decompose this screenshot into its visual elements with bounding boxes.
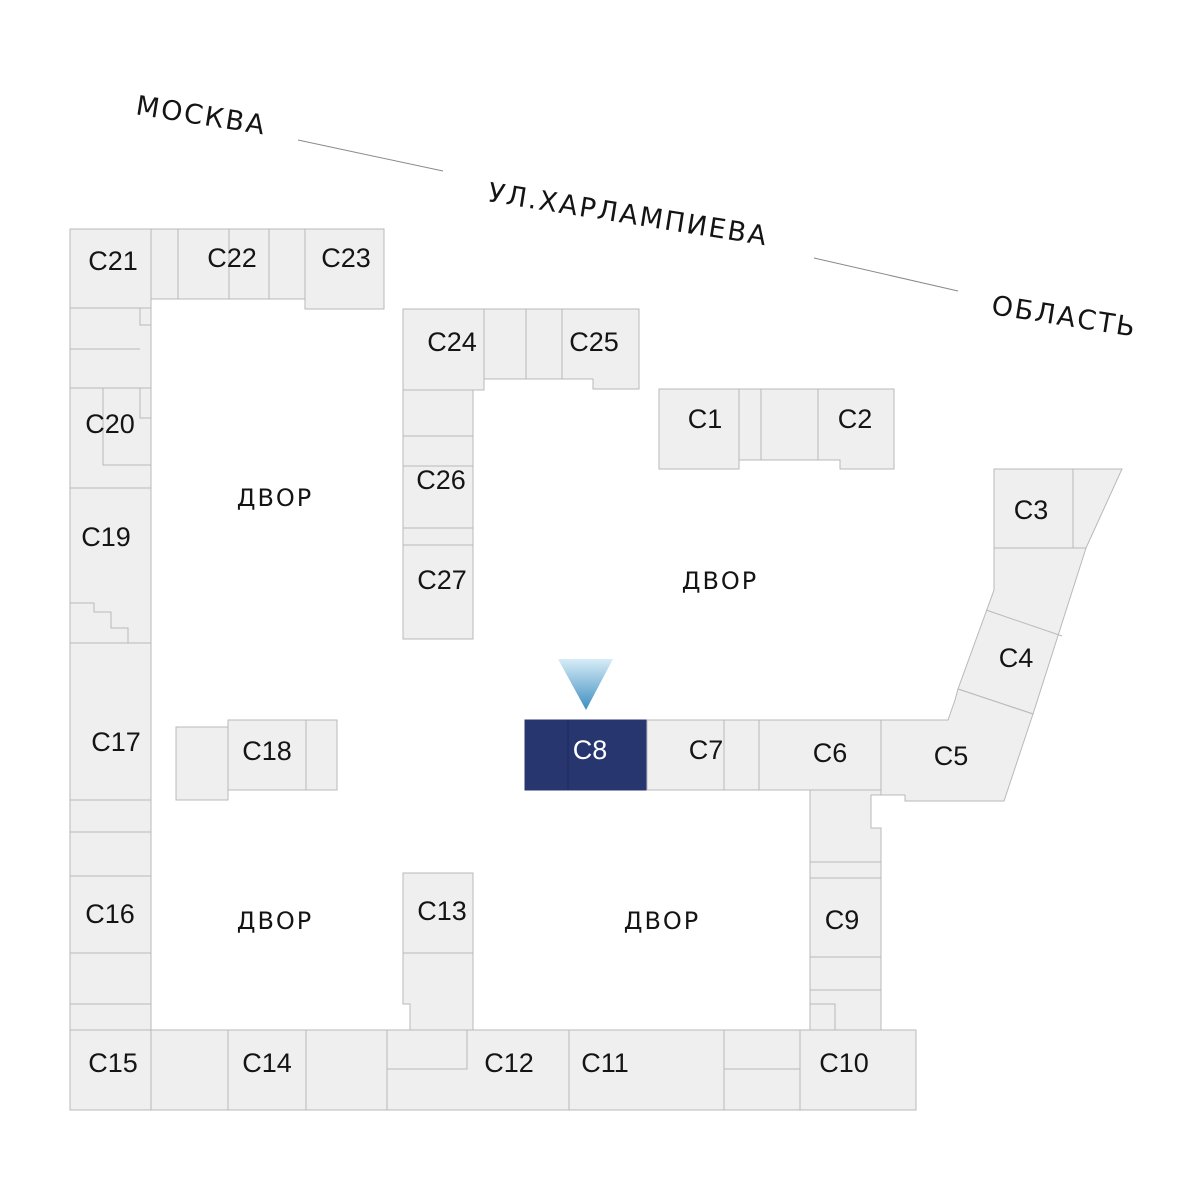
street-label-kharlampieva: УЛ.ХАРЛАМПИЕВА xyxy=(486,178,771,253)
section-c26[interactable]: С26 xyxy=(402,435,474,546)
section-c3[interactable]: С3 xyxy=(993,468,1123,549)
courtyard-label: ДВОР xyxy=(624,907,701,935)
section-c12[interactable]: С12 xyxy=(386,1029,570,1111)
section-c6[interactable]: С6 xyxy=(758,719,882,791)
courtyard-label: ДВОР xyxy=(682,567,759,595)
section-label: С22 xyxy=(207,243,257,273)
section-label: С17 xyxy=(91,727,141,757)
street-line xyxy=(297,139,444,172)
selected-section-marker-icon xyxy=(558,659,613,710)
section-c20[interactable]: С20 xyxy=(69,387,152,489)
section-c27[interactable]: С27 xyxy=(402,544,474,640)
section-label: С13 xyxy=(417,896,467,926)
east-wing-filler xyxy=(809,789,882,879)
section-c7[interactable]: С7 xyxy=(646,719,760,791)
section-c16[interactable]: С16 xyxy=(69,875,152,1031)
section-c13[interactable]: С13 xyxy=(402,872,474,954)
section-c10[interactable]: С10 xyxy=(799,1029,917,1111)
section-label: С4 xyxy=(999,643,1034,673)
section-label: С6 xyxy=(813,738,848,768)
west-wing-filler xyxy=(69,307,152,389)
section-label: С25 xyxy=(569,327,619,357)
section-label: С12 xyxy=(484,1048,534,1078)
section-label: С3 xyxy=(1014,495,1049,525)
section-label: С15 xyxy=(88,1048,138,1078)
section-c24[interactable]: С24 xyxy=(402,308,485,391)
section-c8[interactable]: С8 xyxy=(524,719,648,791)
courtyard-label: ДВОР xyxy=(237,907,314,935)
section-label: С14 xyxy=(242,1048,292,1078)
courtyard-label: ДВОР xyxy=(237,484,314,512)
section-label: С19 xyxy=(81,522,131,552)
street-label-region: ОБЛАСТЬ xyxy=(989,290,1138,344)
section-c17[interactable]: С17 xyxy=(69,642,152,801)
section-label: С7 xyxy=(689,735,724,765)
central-south-filler xyxy=(402,952,474,1031)
south-wing-filler xyxy=(305,1029,388,1111)
section-label: С11 xyxy=(581,1048,629,1078)
section-c21[interactable]: С21 xyxy=(69,228,152,309)
section-c23[interactable]: С23 xyxy=(304,228,385,310)
section-label: С8 xyxy=(573,735,608,765)
section-c15[interactable]: С15 xyxy=(69,1029,152,1111)
section-c22[interactable]: С22 xyxy=(150,228,306,300)
section-c1[interactable]: С1 xyxy=(658,388,740,470)
west-wing-filler xyxy=(69,799,152,877)
section-c2[interactable]: С2 xyxy=(817,388,895,470)
south-wing-filler xyxy=(150,1029,229,1111)
section-c11[interactable]: С11 xyxy=(568,1029,725,1111)
section-label: С18 xyxy=(242,736,292,766)
south-wing-filler xyxy=(723,1029,801,1111)
section-c5[interactable]: С5 xyxy=(880,688,1034,802)
street-line xyxy=(813,257,959,292)
section-label: С2 xyxy=(838,404,873,434)
section-c18[interactable]: С18 xyxy=(175,719,338,801)
section-label: С24 xyxy=(427,327,477,357)
section-label: С20 xyxy=(85,409,135,439)
section-label: С16 xyxy=(85,899,135,929)
section-label: С27 xyxy=(417,565,467,595)
section-label: С23 xyxy=(321,243,371,273)
section-label: С21 xyxy=(88,246,138,276)
section-label: С5 xyxy=(934,741,969,771)
east-block-link xyxy=(738,388,819,461)
section-c19[interactable]: С19 xyxy=(69,487,152,644)
section-c25[interactable]: С25 xyxy=(561,308,640,390)
east-wing-filler xyxy=(809,989,882,1031)
section-label: С1 xyxy=(688,404,723,434)
section-c14[interactable]: С14 xyxy=(227,1029,307,1111)
central-block-link xyxy=(483,308,563,380)
street-label-moscow: МОСКВА xyxy=(134,90,269,141)
section-c9[interactable]: С9 xyxy=(809,877,882,991)
section-label: С26 xyxy=(416,465,466,495)
central-block-filler xyxy=(402,389,474,437)
section-c4[interactable]: С4 xyxy=(957,547,1087,715)
section-label: С10 xyxy=(819,1048,869,1078)
section-label: С9 xyxy=(825,905,860,935)
